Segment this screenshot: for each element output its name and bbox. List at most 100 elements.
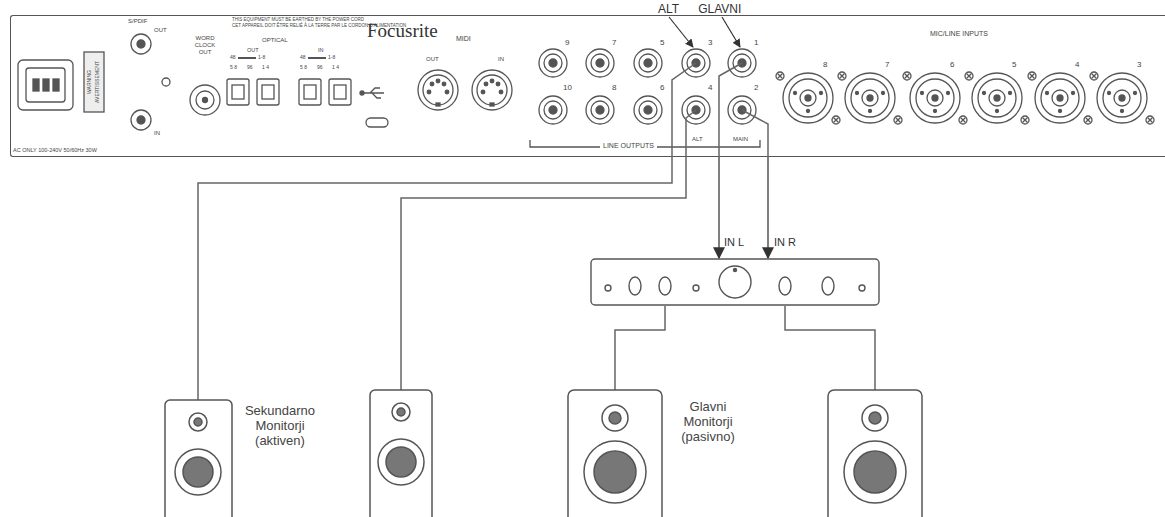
woofer — [175, 449, 221, 495]
jack-hole — [549, 59, 557, 67]
tweeter-dome — [397, 408, 405, 416]
xlr-pin — [1133, 91, 1136, 94]
amplifier-illustration — [590, 258, 880, 306]
tweeter — [602, 405, 628, 431]
combo-jack — [989, 90, 1005, 106]
combo-hole — [932, 95, 938, 101]
usb-symbol — [362, 88, 384, 98]
output-number: 4 — [708, 83, 712, 92]
screw-cross — [895, 117, 900, 122]
xlr-pin — [806, 109, 809, 112]
channel-label: 5 8 — [300, 65, 307, 71]
xlr-pin — [1120, 109, 1123, 112]
knob-marker — [734, 269, 737, 272]
callout-label: ALT GLAVNI — [658, 3, 741, 17]
woofer-cone — [183, 457, 213, 487]
tweeter-dome — [609, 412, 621, 424]
line-output-jack — [634, 49, 662, 77]
midi-pin — [430, 82, 434, 86]
woofer-cone — [594, 451, 636, 493]
safety-note: THIS EQUIPMENT MUST BE EARTHED BY THE PO… — [232, 17, 364, 22]
input-number: 3 — [1137, 60, 1141, 69]
output-number: 2 — [754, 83, 758, 92]
channel-label: 96 — [317, 65, 323, 71]
screw-cross — [966, 73, 971, 78]
panel-screw — [1028, 72, 1036, 80]
active-speaker — [370, 390, 432, 517]
woofer — [584, 441, 646, 503]
output-number: 7 — [612, 38, 616, 47]
input-number: 5 — [1012, 60, 1016, 69]
combo-input — [1035, 73, 1085, 123]
ground-screw — [162, 78, 170, 86]
xlr-pin — [881, 91, 884, 94]
amplifier-knob — [629, 277, 641, 295]
woofer — [378, 439, 424, 485]
panel-screw — [838, 72, 846, 80]
midi-pin — [436, 79, 440, 83]
panel-screw — [1090, 72, 1098, 80]
midi-pin — [490, 79, 494, 83]
jack-ring — [591, 101, 609, 119]
xlr-pin — [793, 91, 796, 94]
combo-input — [1097, 73, 1147, 123]
speakers — [165, 390, 922, 517]
port-label: MAIN — [733, 136, 748, 143]
usb-symbol-dot — [360, 91, 364, 95]
power-rating: AC ONLY 100-240V 50/60Hz 30W — [13, 147, 97, 153]
channel-label: 1-8 — [328, 55, 335, 61]
port-label: OPTICAL — [262, 37, 288, 44]
combo-input — [783, 73, 833, 123]
output-number: 10 — [563, 83, 572, 92]
screw-cross — [1091, 73, 1096, 78]
panel-screw — [832, 116, 840, 124]
combo-hole — [994, 95, 1000, 101]
bnc-connector — [190, 85, 220, 115]
port-label: OUT — [154, 27, 167, 34]
line-output-jack — [634, 96, 662, 124]
midi-din — [418, 70, 458, 110]
xlr-pin — [982, 91, 985, 94]
output-number: 8 — [612, 83, 616, 92]
input-number: 8 — [823, 60, 827, 69]
signal-connector — [718, 157, 720, 258]
channel-label: 1-8 — [258, 55, 265, 61]
combo-ring — [789, 79, 827, 117]
line-output-jack — [586, 49, 614, 77]
combo-jack — [800, 90, 816, 106]
output-number: 9 — [565, 38, 569, 47]
midi-pin — [445, 90, 449, 94]
port-label: OUT — [247, 47, 259, 53]
rca-jack — [131, 34, 151, 54]
warning-text: WARNING — [87, 70, 93, 94]
speaker-caption: Sekundarno Monitorji (aktiven) — [238, 404, 322, 449]
optical-window — [262, 85, 274, 99]
jack-ring — [544, 101, 562, 119]
panel-screw — [903, 72, 911, 80]
cable — [672, 63, 696, 157]
combo-jack — [862, 90, 878, 106]
input-label: IN L — [724, 236, 744, 248]
line-output-jack — [539, 96, 567, 124]
woofer-cone — [386, 447, 416, 477]
tweeter — [862, 405, 888, 431]
optical-window — [304, 85, 316, 99]
combo-input — [910, 73, 960, 123]
passive-speaker — [568, 390, 662, 517]
xlr-pin — [868, 109, 871, 112]
screw-cross — [833, 117, 838, 122]
channel-label: 1 4 — [262, 65, 269, 71]
combo-hole — [805, 95, 811, 101]
screw-cross — [777, 73, 782, 78]
input-number: 4 — [1075, 60, 1079, 69]
panel-screw — [1084, 116, 1092, 124]
xlr-pin — [1058, 109, 1061, 112]
combo-input — [845, 73, 895, 123]
combo-ring — [916, 79, 954, 117]
port-label: IN — [318, 47, 324, 53]
jack-hole — [644, 106, 652, 114]
panel-screw — [959, 116, 967, 124]
signal-connector — [767, 157, 769, 258]
volume-knob — [719, 266, 751, 298]
channel-label: 48 — [300, 55, 306, 61]
